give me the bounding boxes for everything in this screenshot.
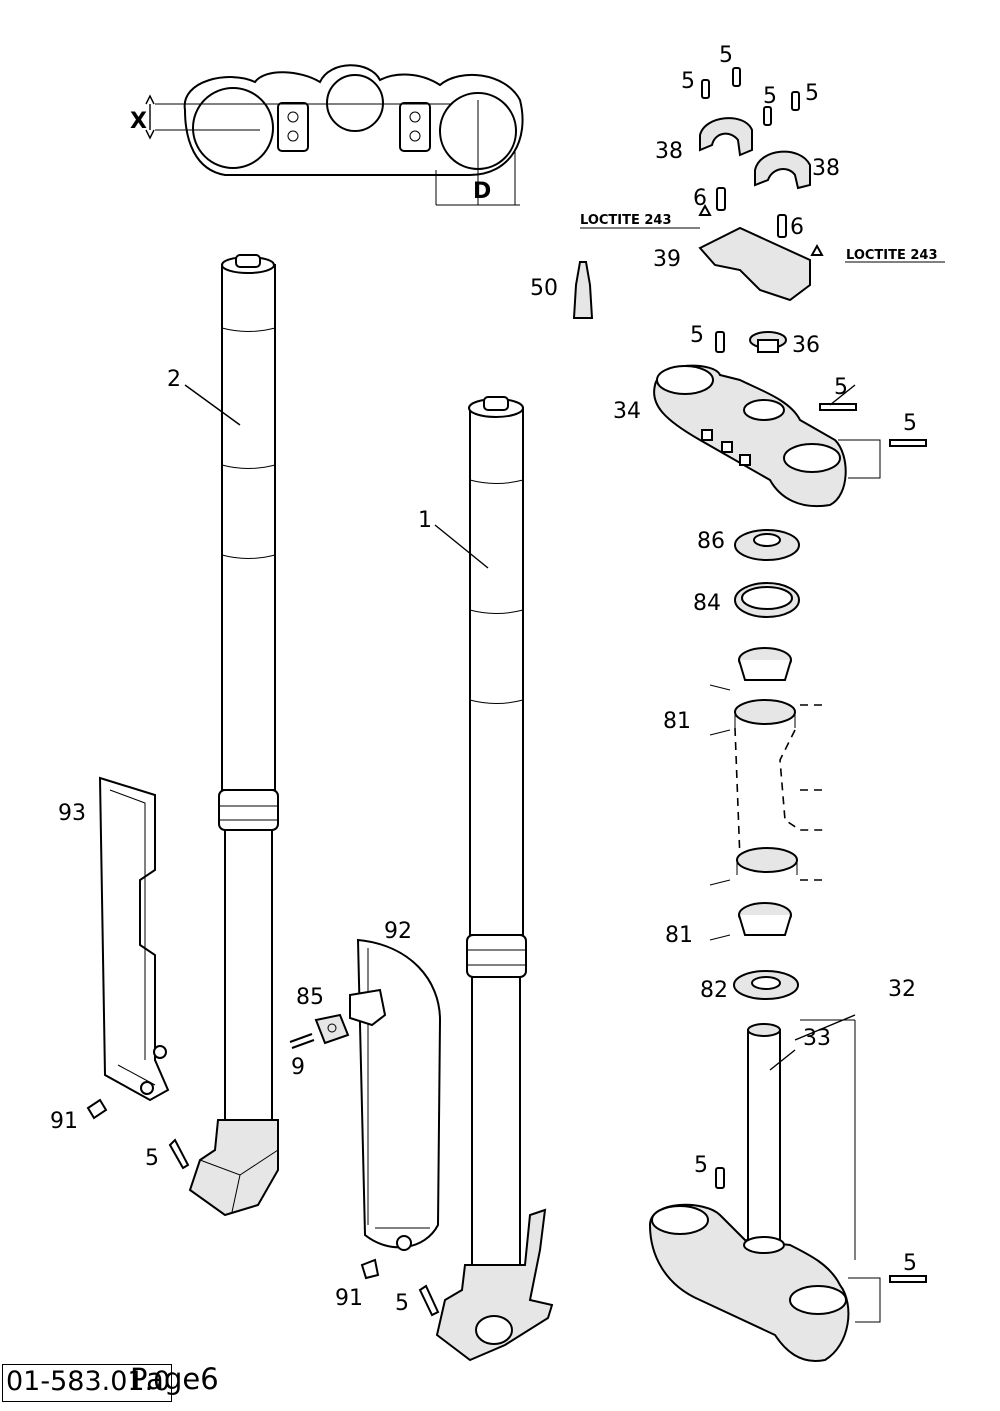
label-5-k: 5: [395, 1291, 409, 1316]
label-84: 84: [693, 591, 721, 616]
top-nut-36: [715, 331, 787, 353]
label-5-g: 5: [903, 411, 917, 436]
fork-leg-1: [435, 396, 554, 1362]
dimension-d-label: D: [473, 179, 491, 204]
lower-triple-clamp-32: [648, 1019, 927, 1362]
label-33: 33: [803, 1026, 831, 1051]
label-5-i: 5: [903, 1251, 917, 1276]
label-86: 86: [697, 529, 725, 554]
label-82: 82: [700, 978, 728, 1003]
label-81-b: 81: [665, 923, 693, 948]
label-85: 85: [296, 985, 324, 1010]
label-5-h: 5: [694, 1153, 708, 1178]
seal-82: [733, 970, 799, 1000]
label-5-f: 5: [834, 375, 848, 400]
upper-triple-clamp-34: [653, 364, 927, 508]
part-labels: 5 5 5 5 38 38 6 6 LOCTITE 243 LOCTITE 24…: [50, 43, 938, 1316]
label-5-d: 5: [805, 81, 819, 106]
bar-mount-39: [698, 226, 811, 302]
page-number: Page6: [130, 1362, 219, 1396]
loctite-bottle-50: [572, 261, 594, 319]
label-5-c: 5: [763, 84, 777, 109]
label-6-b: 6: [790, 215, 804, 240]
label-93: 93: [58, 801, 86, 826]
label-38-b: 38: [812, 156, 840, 181]
label-36: 36: [792, 333, 820, 358]
label-5-j: 5: [145, 1146, 159, 1171]
top-bolts: [701, 67, 800, 126]
label-38-a: 38: [655, 139, 683, 164]
fork-guard-92: [349, 938, 442, 1251]
footer-box: [2, 1364, 172, 1402]
label-50: 50: [530, 276, 558, 301]
label-1: 1: [418, 508, 432, 533]
small-hardware: [86, 1013, 440, 1317]
label-81-a: 81: [663, 709, 691, 734]
bearings-81: [709, 647, 825, 941]
label-6-a: 6: [693, 186, 707, 211]
label-39: 39: [653, 247, 681, 272]
label-34: 34: [613, 399, 641, 424]
label-91-a: 91: [50, 1109, 78, 1134]
ring-84: [734, 582, 800, 618]
label-9: 9: [291, 1055, 305, 1080]
seal-86: [734, 529, 800, 561]
drawing-code: 01-583.01.0: [6, 1366, 171, 1397]
leader-lines: [184, 384, 856, 1071]
label-2: 2: [167, 367, 181, 392]
loctite-note-a: LOCTITE 243: [580, 213, 672, 228]
label-5-b: 5: [681, 69, 695, 94]
label-5-e: 5: [690, 323, 704, 348]
dimension-x-label: X: [130, 109, 147, 134]
label-92: 92: [384, 919, 412, 944]
label-32: 32: [888, 977, 916, 1002]
fork-leg-2: [188, 254, 279, 1217]
label-5-a: 5: [719, 43, 733, 68]
upper-clamp-dimension-view: [145, 64, 524, 206]
handlebar-clamps-38: [699, 117, 811, 190]
loctite-note-b: LOCTITE 243: [846, 248, 938, 263]
bolts-6: [580, 187, 945, 263]
fork-guard-93: [98, 776, 170, 1102]
label-91-b: 91: [335, 1286, 363, 1311]
